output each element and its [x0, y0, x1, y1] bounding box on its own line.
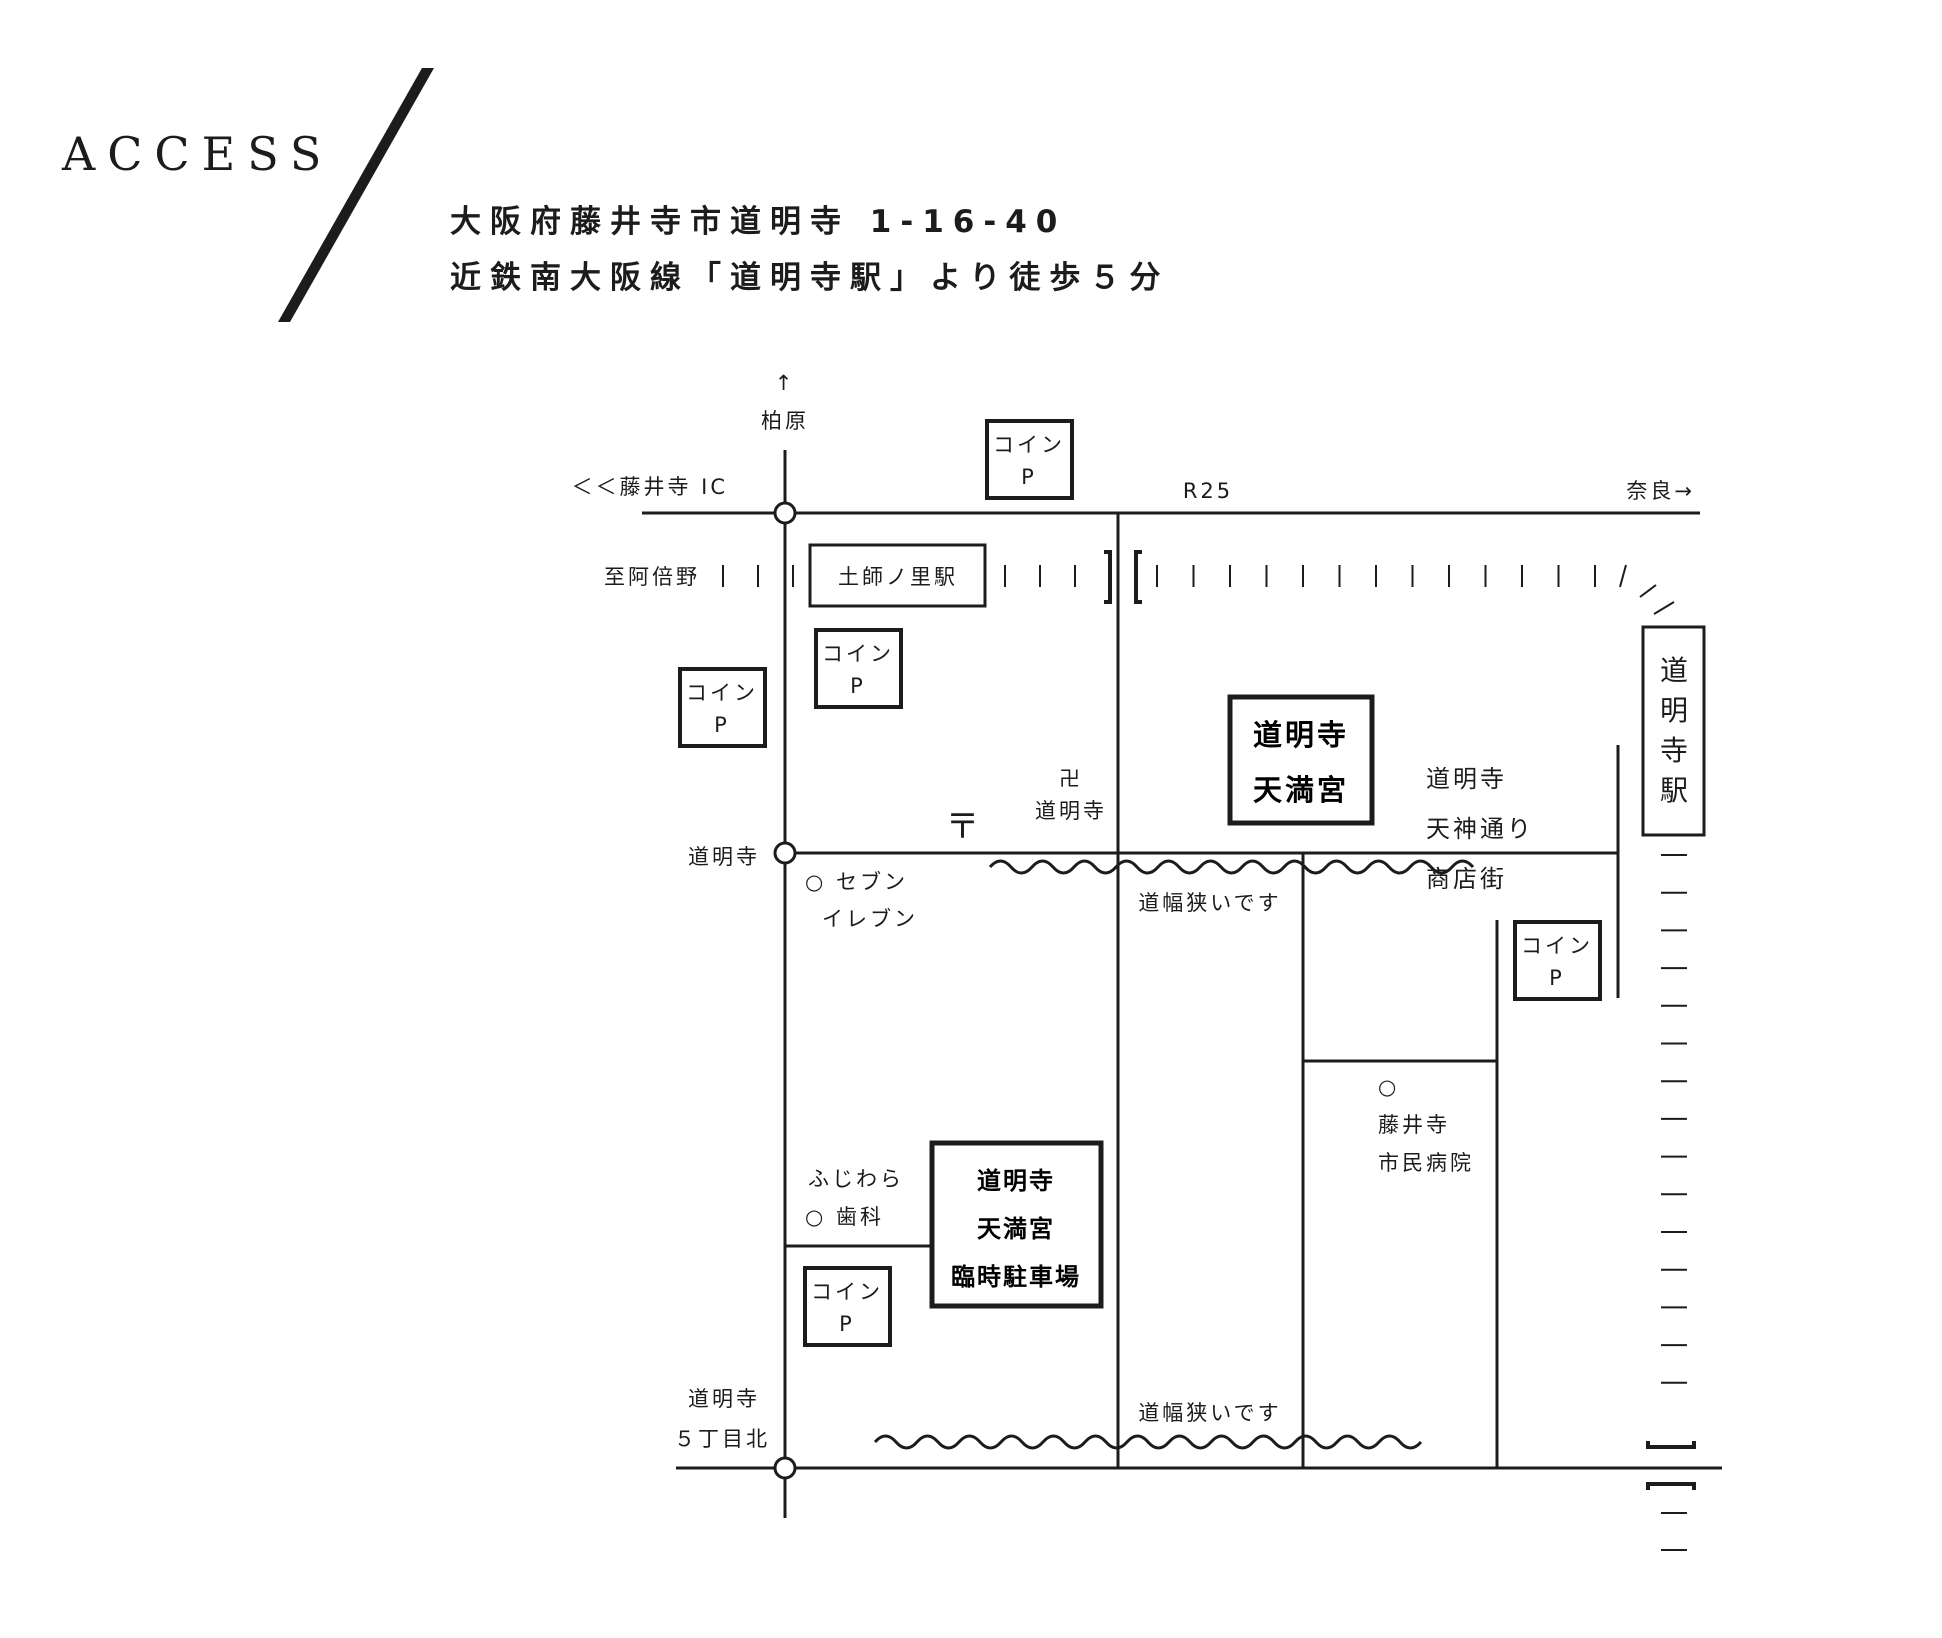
- shrine-box: [1227, 694, 1375, 826]
- domyoji-station-char-4: 駅: [1660, 774, 1688, 807]
- hajinosato-station-label: 土師ノ里駅: [838, 565, 958, 589]
- rail-tie: [1619, 564, 1627, 588]
- coin-parking-text: コイン: [811, 1280, 883, 1304]
- shotengai-label-1: 道明寺: [1426, 765, 1507, 793]
- temple-icon: 卍: [1059, 767, 1083, 791]
- shrine-label-1: 道明寺: [1253, 718, 1349, 752]
- hospital-label-1: 藤井寺: [1378, 1113, 1450, 1137]
- dental-label-2: ○ 歯科: [805, 1205, 884, 1229]
- rail-bridge-top: [1646, 1441, 1696, 1449]
- narrow-wave-south: [873, 1434, 1423, 1450]
- coin-parking-hajinosato: コイン P: [814, 628, 903, 709]
- junction-5chome: [773, 1456, 797, 1480]
- temporary-parking-label-2: 天満宮: [977, 1215, 1055, 1243]
- fujiidera-ic-label: ＜＜藤井寺 IC: [571, 475, 728, 499]
- domyoji-station-char-1: 道: [1660, 654, 1688, 687]
- directions-text: 近鉄南大阪線「道明寺駅」より徒歩５分: [450, 260, 1169, 296]
- to-abeno-label: 至阿倍野: [604, 565, 700, 589]
- access-title: ACCESS: [61, 127, 333, 181]
- junction-r25: [773, 501, 797, 525]
- coin-parking-p: P: [1021, 465, 1037, 489]
- rail-bridge-bottom: [1646, 1482, 1696, 1490]
- temporary-parking-box: [929, 1140, 1104, 1309]
- coin-parking-south: コイン P: [803, 1266, 892, 1347]
- domyoji-5chome-label-1: 道明寺: [688, 1387, 760, 1411]
- coin-parking-text: コイン: [993, 433, 1065, 457]
- coin-parking-p: P: [1549, 966, 1565, 990]
- nara-label: 奈良→: [1626, 479, 1695, 503]
- shotengai-label-2: 天神通り: [1426, 815, 1534, 843]
- coin-parking-p: P: [714, 713, 730, 737]
- post-office-icon: 〒: [946, 807, 983, 847]
- rail-bridge-left: [1104, 550, 1112, 604]
- shrine-label-2: 天満宮: [1253, 773, 1349, 807]
- coin-parking-text: コイン: [686, 681, 758, 705]
- narrow-road-label-north: 道幅狭いです: [1138, 891, 1281, 915]
- railway-vertical: [1661, 854, 1687, 1551]
- narrow-road-label-south: 道幅狭いです: [1138, 1401, 1281, 1425]
- domyoji-station-box: [1641, 625, 1706, 837]
- address-text: 大阪府藤井寺市道明寺 1-16-40: [450, 204, 1066, 240]
- coin-parking-p: P: [839, 1312, 855, 1336]
- coin-parking-r25: コイン P: [985, 419, 1074, 500]
- seven-eleven-label-1: ○ セブン: [805, 870, 908, 894]
- narrow-wave-north: [988, 859, 1475, 875]
- shotengai-label-3: 商店街: [1426, 865, 1507, 893]
- hospital-marker-icon: ○: [1378, 1075, 1399, 1099]
- seven-eleven-label-2: イレブン: [822, 907, 918, 931]
- coin-parking-text: コイン: [1521, 934, 1593, 958]
- domyoji-junction-label: 道明寺: [688, 845, 760, 869]
- rail-tie: [1653, 601, 1675, 615]
- coin-parking-p: P: [850, 674, 866, 698]
- coin-parking-station: コイン P: [1513, 920, 1602, 1001]
- domyoji-5chome-label-2: ５丁目北: [674, 1427, 770, 1451]
- domyoji-station-char-2: 明: [1660, 694, 1688, 727]
- railway-horizontal: [722, 564, 1675, 615]
- title-slash: [278, 68, 434, 322]
- dental-label-1: ふじわら: [808, 1167, 904, 1191]
- r25-label: R25: [1183, 479, 1233, 503]
- temporary-parking-label-3: 臨時駐車場: [951, 1263, 1081, 1291]
- rail-tie: [1639, 584, 1657, 598]
- kashiwara-label: 柏原: [761, 409, 809, 433]
- coin-parking-text: コイン: [822, 642, 894, 666]
- hospital-label-2: 市民病院: [1378, 1151, 1474, 1175]
- temple-label: 道明寺: [1035, 799, 1107, 823]
- junction-domyoji: [773, 841, 797, 865]
- coin-parking-west: コイン P: [678, 667, 767, 748]
- rail-bridge-right: [1134, 550, 1142, 604]
- north-arrow: ↑: [775, 371, 796, 395]
- domyoji-station-char-3: 寺: [1660, 734, 1688, 767]
- hajinosato-station-box: [808, 543, 987, 608]
- temporary-parking-label-1: 道明寺: [977, 1167, 1055, 1195]
